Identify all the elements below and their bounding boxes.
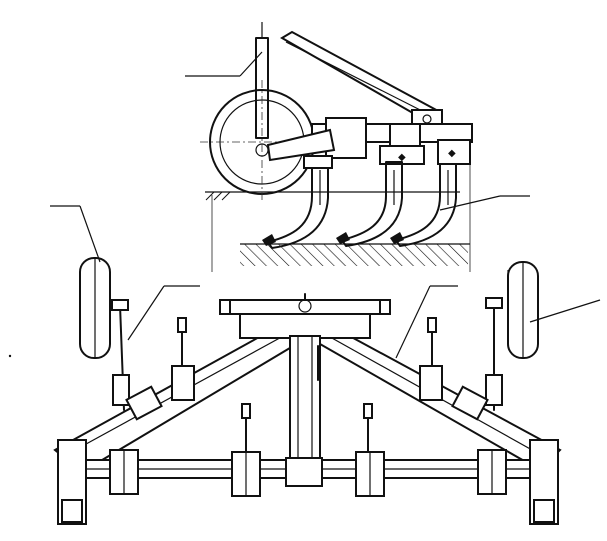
tine-clamp-4 bbox=[477, 449, 507, 495]
leader-line-right-arm-b bbox=[395, 285, 431, 359]
spring-rod-2 bbox=[241, 403, 251, 453]
tine-point-1 bbox=[262, 234, 276, 246]
tine-3 bbox=[395, 163, 457, 247]
tine-point-3 bbox=[390, 232, 404, 244]
leader-line-right-wheel bbox=[529, 299, 601, 323]
tine-1 bbox=[267, 155, 333, 249]
spring-rod-4 bbox=[419, 317, 443, 401]
leader-line-tine bbox=[439, 195, 501, 211]
tine-clamp-3 bbox=[355, 451, 385, 497]
spring-rod-3 bbox=[363, 403, 373, 453]
left-rod-top bbox=[111, 299, 129, 311]
tine-point-2 bbox=[336, 232, 350, 244]
right-rod-block bbox=[485, 374, 503, 406]
wheel-arm bbox=[266, 128, 336, 162]
beam-clamp-box bbox=[389, 123, 421, 147]
beam-clamp-box-right bbox=[437, 139, 471, 165]
svg-text:◆: ◆ bbox=[398, 152, 406, 163]
stray-dot bbox=[8, 354, 12, 358]
soil-surface-hatch bbox=[205, 191, 231, 201]
svg-text:◆: ◆ bbox=[448, 148, 456, 159]
tine-2 bbox=[341, 161, 403, 247]
leader-line-left-arm-b bbox=[127, 285, 165, 341]
central-mast bbox=[289, 335, 321, 477]
tine-clamp-1 bbox=[109, 449, 139, 495]
front-view bbox=[8, 205, 601, 525]
leader-line-left-wheel-b bbox=[79, 205, 101, 263]
tine-clamp-2 bbox=[231, 451, 261, 497]
hitch-box bbox=[239, 313, 371, 339]
soil-hatch bbox=[240, 244, 468, 266]
central-clamp bbox=[285, 457, 323, 487]
right-arm-clamp bbox=[451, 385, 489, 421]
right-rod-top bbox=[485, 297, 503, 309]
left-arm-clamp bbox=[125, 385, 163, 421]
side-view: ◆ ◆ bbox=[185, 22, 530, 272]
left-rod-block bbox=[112, 374, 130, 406]
spring-rod-1 bbox=[171, 317, 195, 401]
leader-line-1b bbox=[239, 51, 263, 77]
